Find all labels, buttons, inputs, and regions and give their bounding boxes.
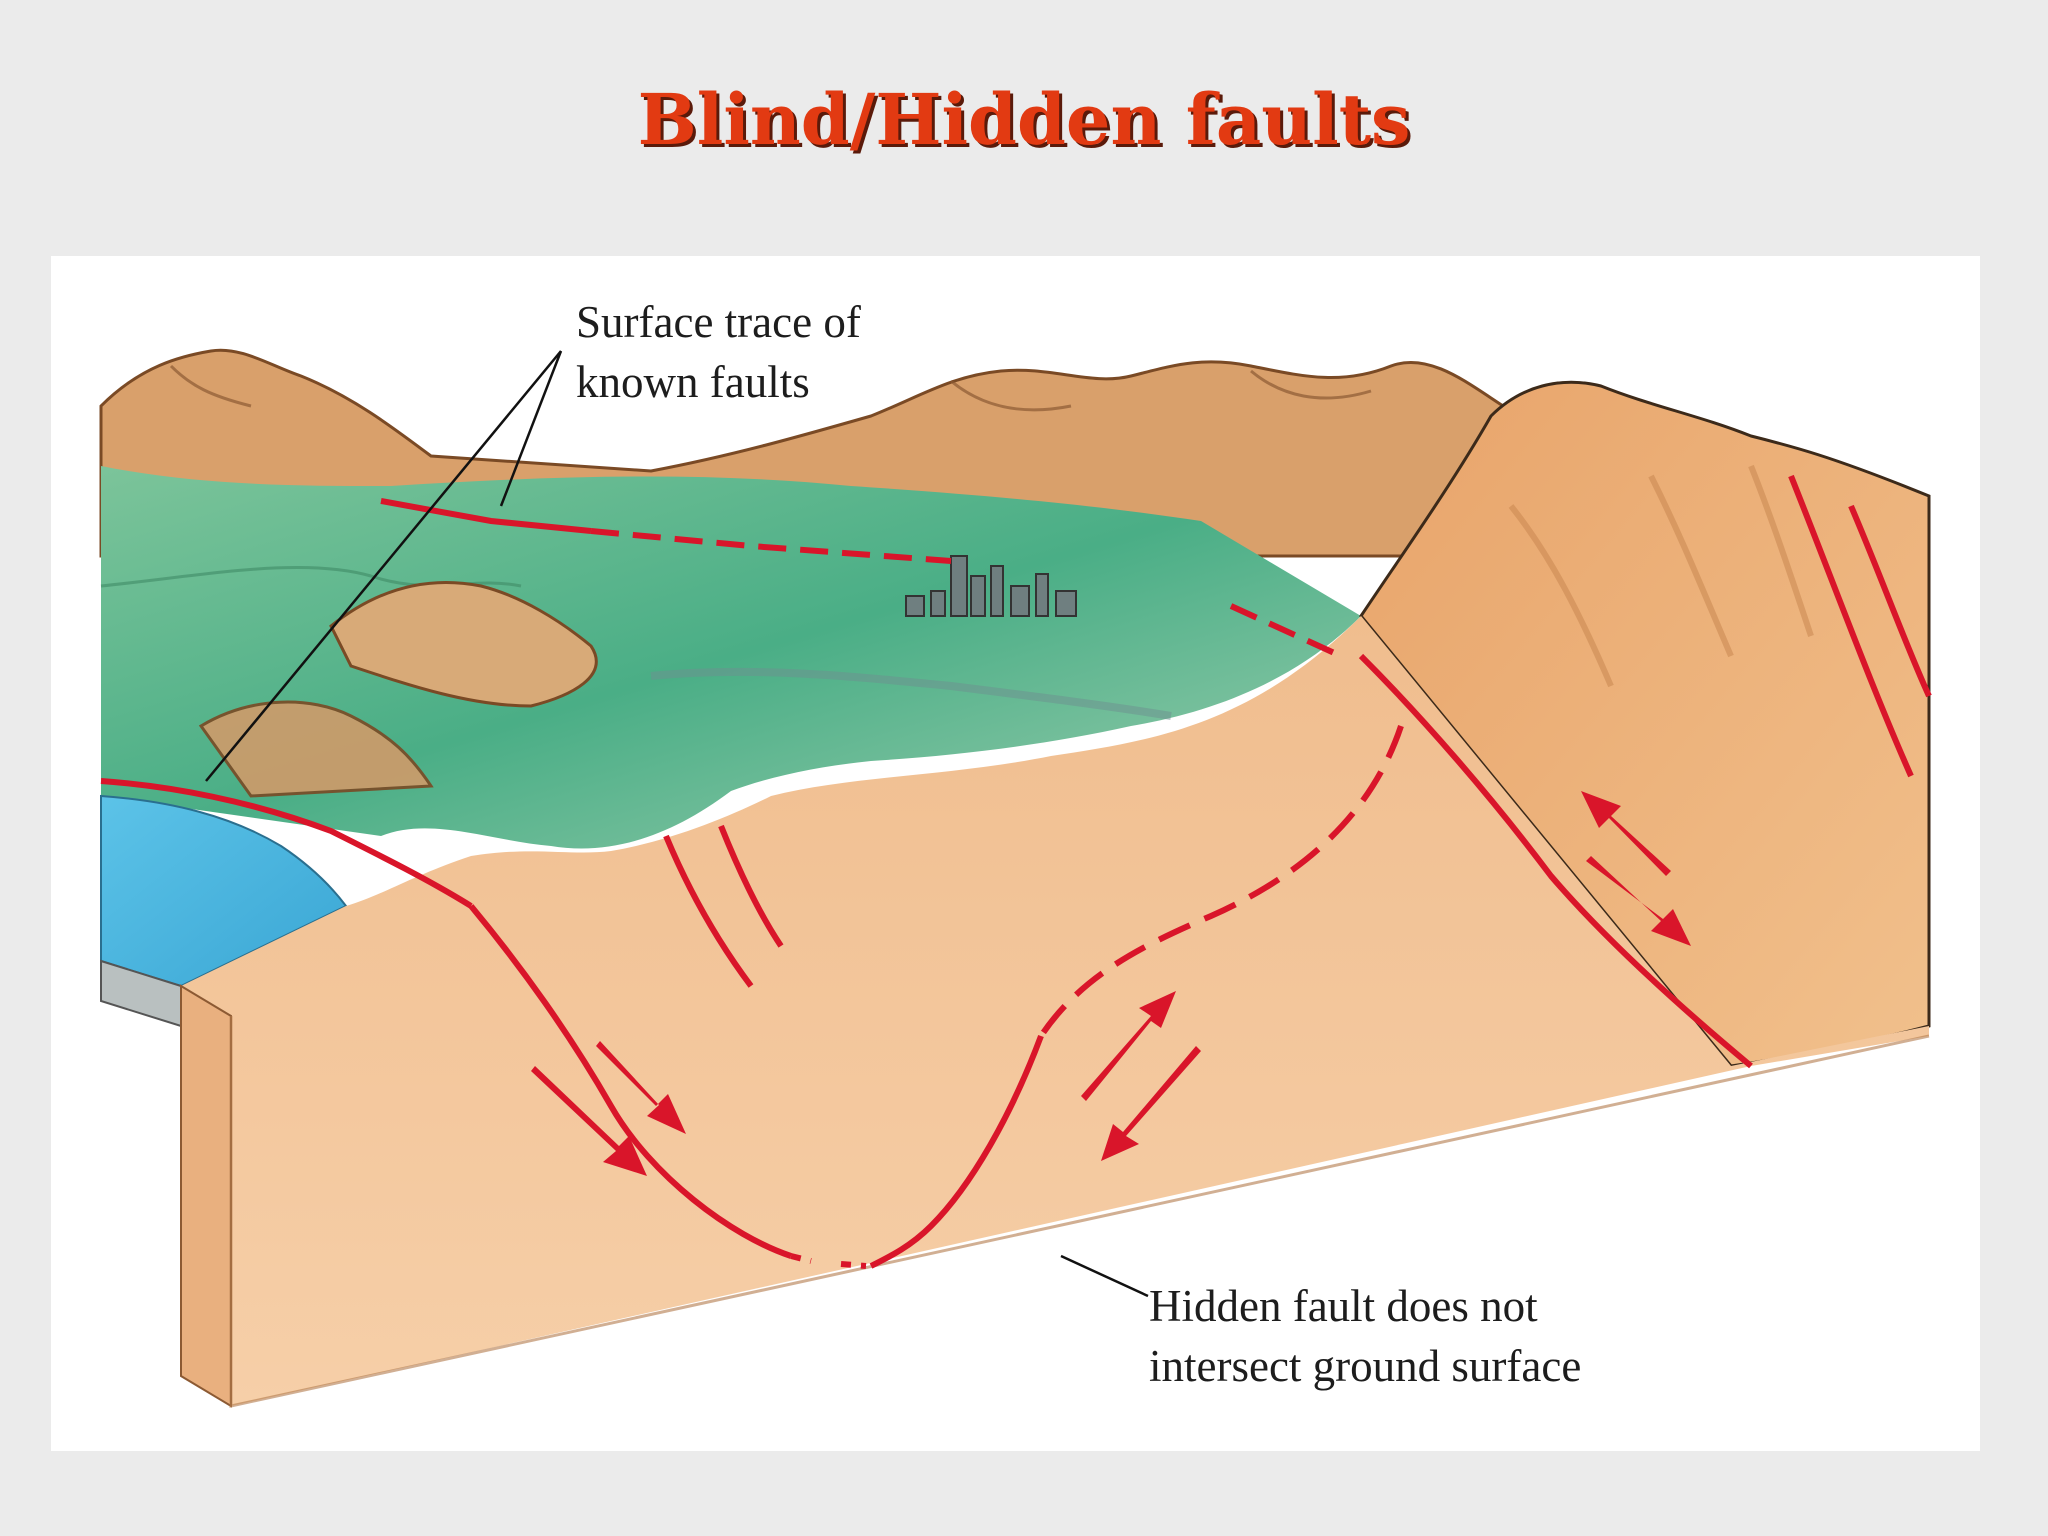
surface-fault-trace-right-dashed	[1229, 603, 1343, 659]
hidden-fault	[790, 725, 1404, 1269]
hidden-fault-dashed-upper	[1038, 725, 1404, 1038]
leader-line-hidden	[1060, 1254, 1149, 1298]
left-foothills	[198, 580, 598, 798]
surface-fault-traces	[100, 498, 1343, 909]
surface-fault-trace-upper-dashed	[590, 528, 952, 564]
slip-arrow-left-up	[596, 1041, 686, 1134]
slip-arrow-left-down	[531, 1066, 647, 1176]
normal-fault-right	[1358, 653, 1753, 1069]
slip-arrow-hidden-down	[1101, 1046, 1201, 1161]
valley-floor	[100, 466, 1361, 849]
slide-title: Blind/Hidden faults	[637, 78, 1411, 161]
surface-fault-trace-lower	[100, 778, 473, 909]
known-faults-section	[468, 474, 1932, 1259]
leader-line-surface-b	[205, 350, 562, 782]
slip-arrow-right-up	[1581, 791, 1671, 876]
hidden-fault-solid-lower	[869, 1034, 1044, 1269]
block-diagram: Surface trace of known faults Hidden fau…	[51, 256, 1980, 1451]
surface-fault-trace-upper	[380, 498, 592, 534]
fault-far-right-b	[1848, 504, 1932, 698]
slip-arrow-hidden-up	[1081, 991, 1176, 1101]
label-surface-trace: Surface trace of known faults	[576, 297, 861, 407]
city-skyline	[905, 555, 1077, 617]
leader-lines	[205, 350, 1149, 1298]
slip-arrows	[531, 791, 1691, 1176]
right-mountain-block	[1359, 380, 1931, 1068]
cross-section-face	[180, 616, 1930, 1408]
normal-fault-left	[468, 904, 792, 1259]
slip-arrow-right-down	[1586, 856, 1691, 946]
fault-far-right-a	[1788, 474, 1914, 778]
lake	[100, 794, 348, 1028]
label-hidden-fault: Hidden fault does not intersect ground s…	[1149, 1281, 1582, 1391]
minor-fault-a	[663, 834, 754, 988]
leader-line-surface-a	[499, 350, 563, 507]
minor-fault-b	[718, 824, 784, 948]
hidden-fault-tip-gap	[790, 1253, 867, 1269]
